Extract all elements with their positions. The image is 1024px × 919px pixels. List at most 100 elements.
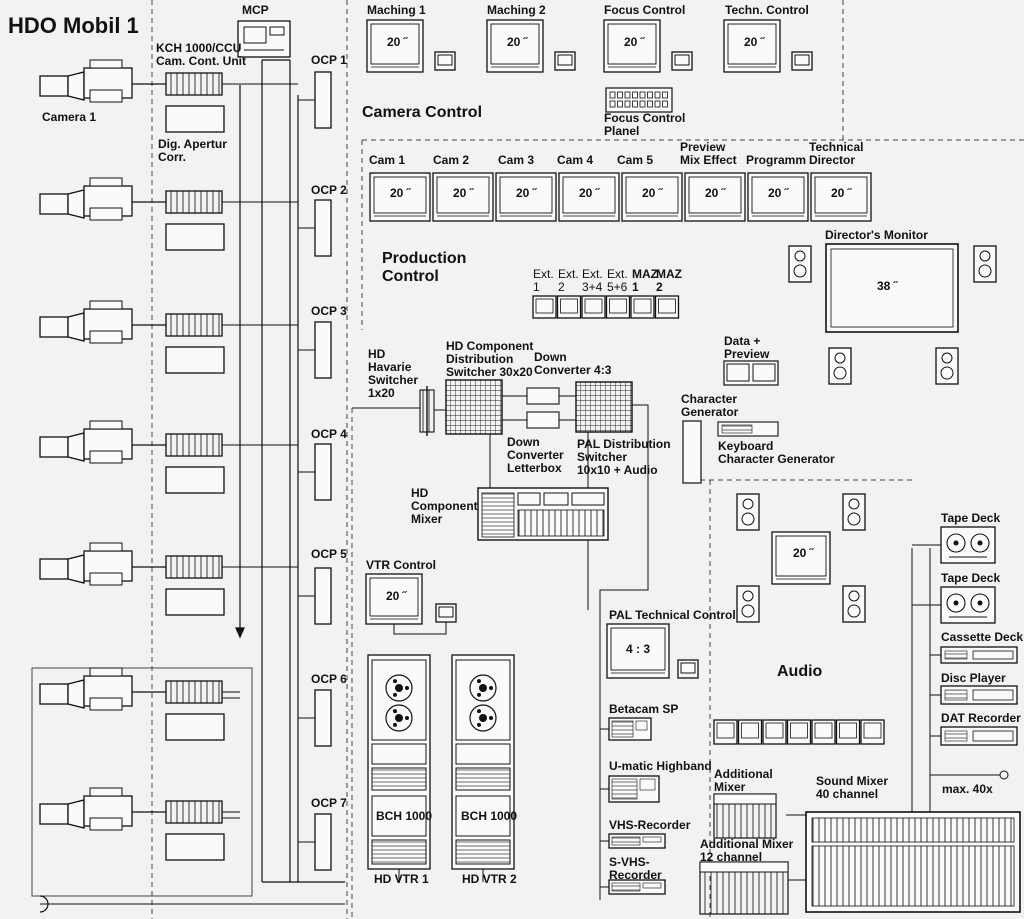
- pal-control-label: PAL Technical Control: [609, 608, 736, 622]
- ocp-2-label: OCP 2: [311, 183, 347, 197]
- audio-row-monitor-3: [762, 719, 787, 745]
- audio-monitor-size: 20 ˝: [793, 546, 814, 560]
- speaker-icon: [842, 585, 866, 623]
- camera-control-label: Camera Control: [362, 104, 483, 121]
- ocp-5-label: OCP 5: [311, 547, 347, 561]
- mcp-unit: [237, 20, 291, 58]
- prod-monitor-size-8: 20 ˝: [831, 186, 852, 200]
- audio-row-monitor-2: [737, 719, 763, 745]
- speaker-icon: [842, 493, 866, 531]
- prod-monitor-7: [747, 172, 809, 222]
- disc-player: [930, 685, 1018, 705]
- pal-switcher-label: PAL Distribution Switcher 10x10 + Audio: [577, 437, 671, 477]
- ocp-3-label: OCP 3: [311, 304, 347, 318]
- ocp-panels: [298, 71, 332, 871]
- ext-label-6: MAZ 2: [656, 267, 682, 294]
- speakers: [788, 245, 997, 385]
- vhs-label: VHS-Recorder: [609, 818, 691, 832]
- prod-monitor-label-6: Preview Mix Effect: [680, 140, 737, 167]
- audio-row-monitor-7: [860, 719, 885, 745]
- pal-recorder-2: [600, 775, 660, 803]
- mcp-label: MCP: [242, 3, 269, 17]
- betacam-label: Betacam SP: [609, 702, 679, 716]
- tape-deck-1-label: Tape Deck: [941, 511, 1001, 525]
- cc-monitor-label-1: Maching 1: [367, 3, 426, 17]
- production-control-label: Production Control: [382, 250, 467, 285]
- hd-component-mixer: [477, 487, 609, 541]
- ocp-6: [298, 689, 332, 747]
- ocp-6-label: OCP 6: [311, 672, 347, 686]
- ocp-1-label: OCP 1: [311, 53, 347, 67]
- prod-monitor-3: [495, 172, 557, 222]
- ext-label-2: Ext. 2: [558, 267, 579, 294]
- vtr-control-monitor-screen: [365, 573, 423, 625]
- prod-monitor-size-1: 20 ˝: [390, 186, 411, 200]
- cc-monitor-4: [723, 19, 781, 73]
- ccu-label: KCH 1000/CCU Cam. Cont. Unit: [156, 41, 246, 68]
- cc-monitor-3: [603, 19, 661, 73]
- hd-mixer-label: HD Component Mixer: [411, 486, 478, 526]
- pal-technical-monitor: [606, 623, 699, 679]
- pal-recorder-4: [600, 879, 666, 895]
- additional-mixer-label: Additional Mixer: [714, 767, 773, 794]
- pal-recorder-1: [600, 717, 652, 741]
- vtr-2-model: BCH 1000: [461, 809, 518, 823]
- cc-monitor-size-1: 20 ˝: [387, 35, 408, 49]
- prod-monitor-size-3: 20 ˝: [516, 186, 537, 200]
- audio-row-monitor-4: [786, 719, 812, 745]
- cc-monitor-size-3: 20 ˝: [624, 35, 645, 49]
- camera-row-4: [39, 420, 298, 494]
- prod-monitor-label-5: Cam 5: [617, 153, 654, 167]
- cc-monitor-size-2: 20 ˝: [507, 35, 528, 49]
- ext-label-4: Ext. 5+6: [607, 267, 628, 294]
- prod-monitor-label-3: Cam 3: [498, 153, 535, 167]
- ocp-7-label: OCP 7: [311, 796, 347, 810]
- max-label: max. 40x: [942, 782, 993, 796]
- prod-monitor-label-1: Cam 1: [369, 153, 406, 167]
- cc-monitor-label-2: Maching 2: [487, 3, 546, 17]
- vtr-rack-2: [451, 654, 515, 882]
- vtr-control-monitor: [365, 573, 457, 635]
- bus-lines: [235, 59, 345, 883]
- camera-control-monitors: [366, 19, 813, 73]
- hd-switcher-label: HD Component Distribution Switcher 30x20: [446, 339, 534, 379]
- page-title: HDO Mobil 1: [8, 13, 139, 38]
- area-borders: [151, 0, 1024, 919]
- production-monitor-wall: [369, 172, 872, 222]
- prod-monitor-5: [621, 172, 683, 222]
- prod-monitor-2: [432, 172, 494, 222]
- vtr-small-monitor: [435, 603, 457, 623]
- focus-panel-label: Focus Control Planel: [604, 111, 686, 138]
- vtr-control-size: 20 ˝: [386, 589, 407, 603]
- directors-monitor-size: 38 ˝: [877, 279, 898, 293]
- spare-cameras-box: [31, 667, 253, 897]
- pal-small-monitor: [677, 659, 699, 679]
- prod-monitor-4: [558, 172, 620, 222]
- audio-monitor: [771, 531, 831, 585]
- audio-row-monitor-1: [713, 719, 738, 745]
- audio-label: Audio: [777, 663, 823, 680]
- audio-monitor-row: [713, 719, 885, 745]
- camera-row-6: [39, 667, 240, 741]
- ext-monitor-5: [630, 295, 655, 319]
- ext-label-5: MAZ 1: [632, 267, 658, 294]
- directors-monitor-label: Director's Monitor: [825, 228, 928, 242]
- ocp-1: [298, 71, 332, 129]
- speaker-icon: [973, 245, 997, 283]
- vtr-2-label: HD VTR 2: [462, 872, 517, 886]
- cc-monitor-label-4: Techn. Control: [725, 3, 809, 17]
- speaker-icon: [828, 347, 852, 385]
- tape-deck-2-label: Tape Deck: [941, 571, 1001, 585]
- pal-recorders: [600, 717, 666, 895]
- cassette-deck: [930, 646, 1018, 664]
- speaker-icon: [736, 585, 760, 623]
- ext-monitor-1: [532, 295, 557, 319]
- speaker-icon: [935, 347, 959, 385]
- pal-monitor-size: 4 : 3: [626, 642, 651, 656]
- prod-monitor-size-6: 20 ˝: [705, 186, 726, 200]
- prod-monitor-label-2: Cam 2: [433, 153, 470, 167]
- camera-row-3: [39, 300, 298, 374]
- umatic-label: U-matic Highband: [609, 759, 712, 773]
- ocp-3: [298, 321, 332, 379]
- cc-small-monitor-4: [791, 51, 813, 71]
